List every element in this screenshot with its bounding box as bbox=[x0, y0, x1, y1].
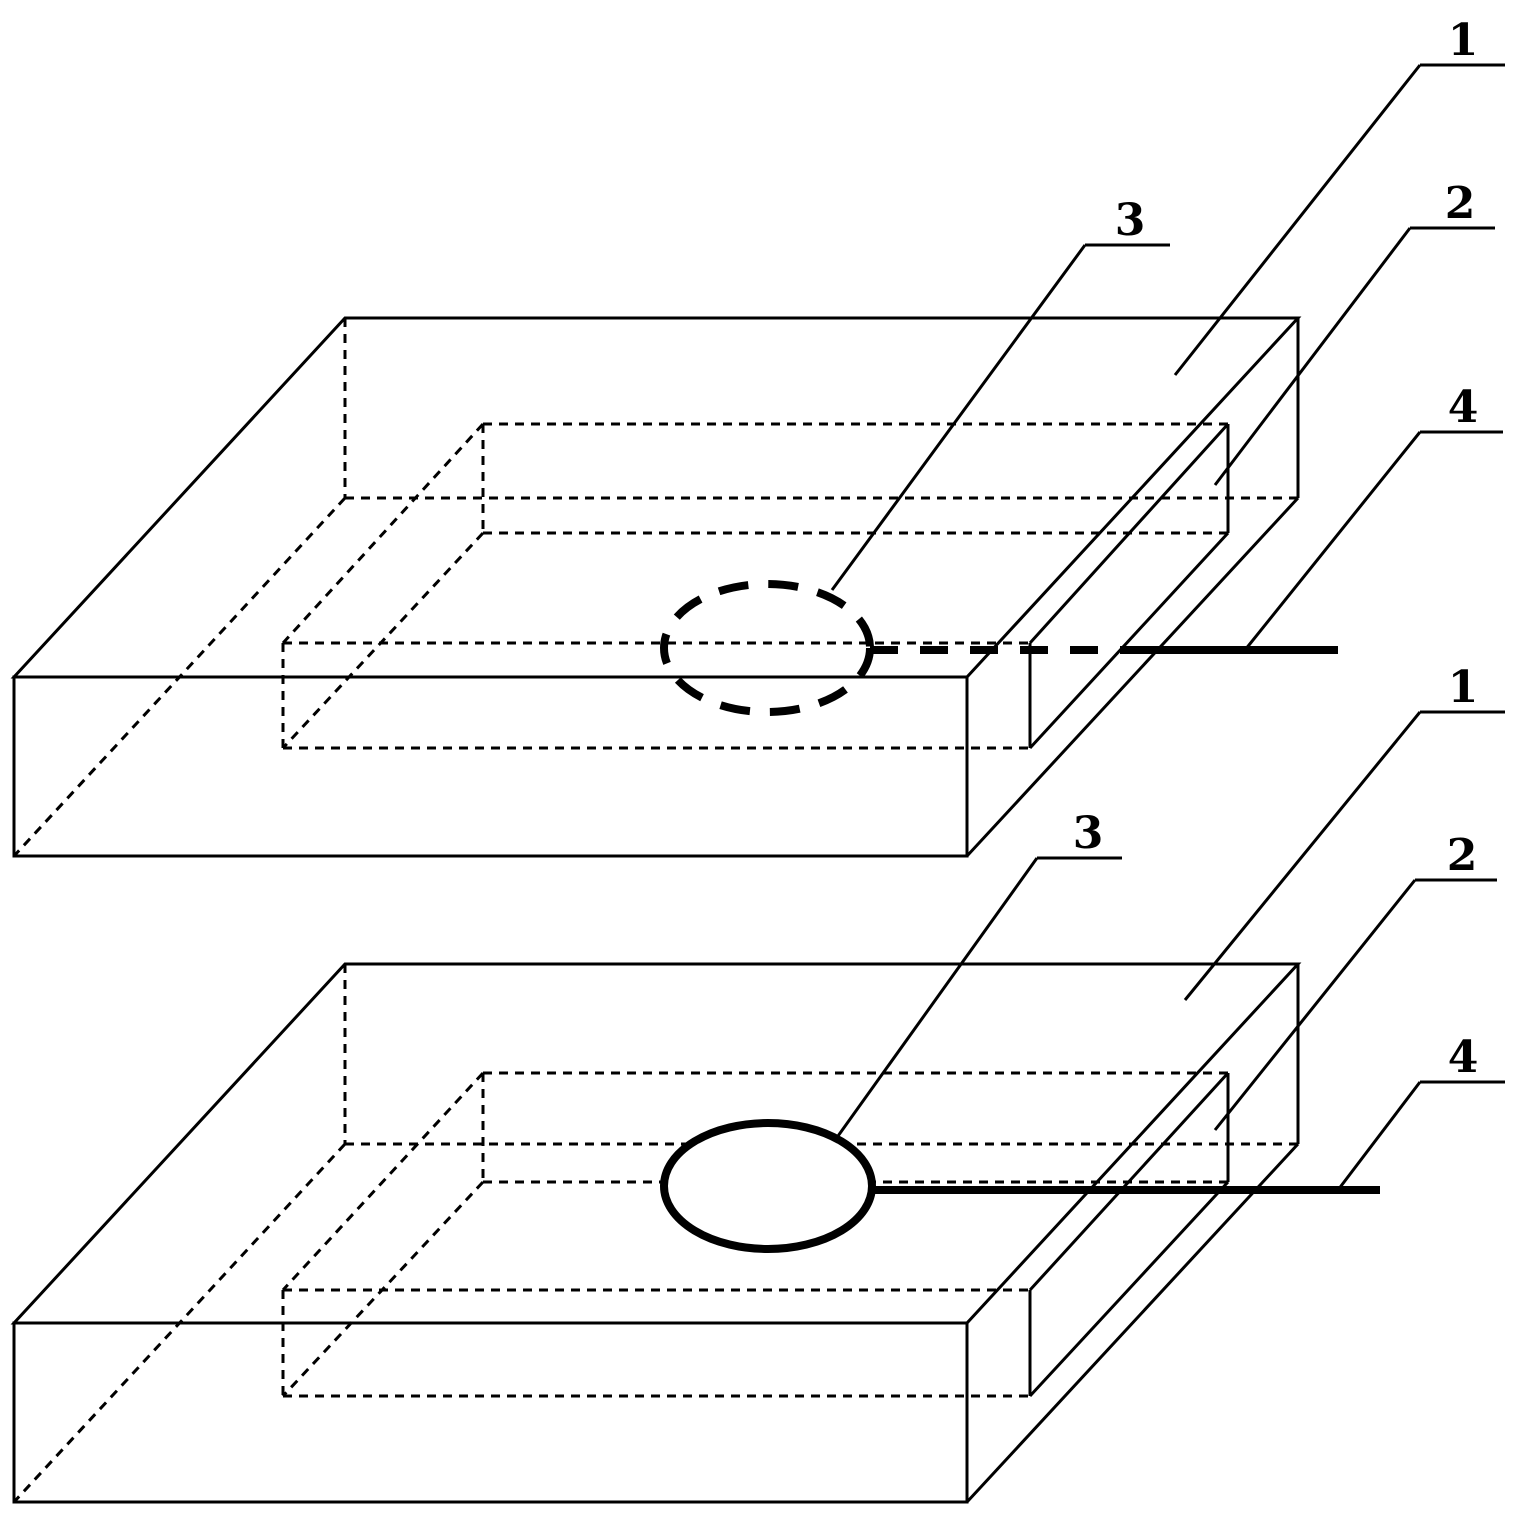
label-3: 3 bbox=[1115, 195, 1146, 246]
outer-block-edges bbox=[10, 962, 1302, 1504]
label-1: 1 bbox=[1448, 662, 1479, 713]
inner-slot-solid-edges bbox=[1028, 1071, 1230, 1398]
leader-lines bbox=[830, 63, 1505, 651]
outer-block-hidden-edges bbox=[12, 964, 1298, 1504]
figure-bottom-labels: 1 2 3 4 bbox=[1073, 662, 1479, 1083]
inner-slot-hidden-edges bbox=[281, 422, 1228, 750]
label-4: 4 bbox=[1448, 382, 1479, 433]
ring-hidden bbox=[660, 580, 874, 716]
ring bbox=[660, 1119, 876, 1253]
label-2: 2 bbox=[1447, 830, 1478, 881]
figure-top-labels: 1 2 3 4 bbox=[1115, 15, 1479, 433]
inner-slot-solid-edges bbox=[1028, 422, 1230, 750]
outer-block-hidden-edges bbox=[12, 318, 1298, 858]
label-4: 4 bbox=[1448, 1032, 1479, 1083]
label-2: 2 bbox=[1445, 178, 1476, 229]
figure-bottom bbox=[10, 710, 1505, 1504]
outer-block-edges bbox=[10, 316, 1302, 858]
figure-top bbox=[10, 63, 1505, 858]
label-3: 3 bbox=[1073, 808, 1104, 859]
leader-lines bbox=[836, 710, 1505, 1191]
label-1: 1 bbox=[1448, 15, 1479, 66]
